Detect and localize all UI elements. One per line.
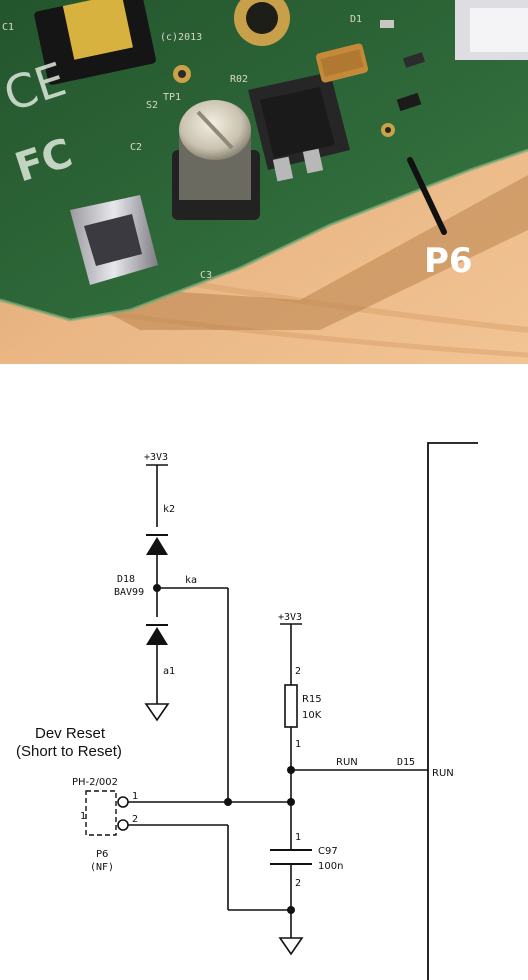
- silk-c3: C3: [200, 270, 212, 281]
- voltage-regulator: [248, 72, 350, 182]
- connector-p6: [85, 790, 129, 836]
- cap-pin-bottom: 2: [295, 878, 301, 889]
- diode-lower: [146, 624, 168, 645]
- p6-callout-label: P6: [424, 241, 473, 281]
- silk-tp1: TP1: [163, 92, 181, 103]
- power-label-mid: +3V3: [278, 612, 302, 623]
- connector-pin1: 1: [132, 791, 138, 802]
- silk-c1: C1: [2, 22, 14, 33]
- connector-pin2: 2: [132, 814, 138, 825]
- resistor-pin-bottom: 1: [295, 739, 301, 750]
- junction-dot: [153, 584, 161, 592]
- diode-ref: D18: [117, 574, 135, 585]
- connector-part: PH-2/002: [72, 777, 118, 788]
- resistor-r15: [284, 684, 298, 728]
- schematic: +3V3 k2 D18 BAV99 ka a1 +3V3 2 R15 10K 1…: [16, 442, 478, 980]
- junction-dot: [287, 798, 295, 806]
- ground-symbol-cap: [278, 937, 304, 956]
- silk-d1: D1: [350, 14, 362, 25]
- diode-pin-ka: ka: [185, 575, 197, 586]
- micro-usb-connector: [70, 195, 158, 285]
- cap-pin-top: 1: [295, 832, 301, 843]
- diode-value: BAV99: [114, 587, 144, 598]
- dev-reset-title: Dev Reset: [35, 725, 106, 742]
- silk-c2: C2: [130, 142, 142, 153]
- resistor-pin-top: 2: [295, 666, 301, 677]
- connector-side-label: 1: [80, 811, 86, 822]
- dev-reset-subtitle: (Short to Reset): [16, 743, 122, 760]
- diode-upper: [146, 534, 168, 555]
- silk-s2: S2: [146, 100, 158, 111]
- diode-pin-k2: k2: [163, 504, 175, 515]
- connector-ref: P6: [96, 849, 108, 860]
- wires: [128, 464, 428, 938]
- resistor-value: 10K: [302, 710, 322, 721]
- ic-pin-number: D15: [397, 757, 415, 768]
- p6-callout-line: [407, 157, 447, 235]
- cap-value: 100n: [318, 861, 343, 872]
- connector-note: (NF): [90, 862, 114, 873]
- power-label-top: +3V3: [144, 452, 168, 463]
- net-run-label: RUN: [336, 757, 358, 768]
- ic-pin-label: RUN: [432, 768, 454, 779]
- silk-r02: R02: [230, 74, 248, 85]
- cap-ref: C97: [318, 846, 338, 857]
- ic-body: [427, 442, 478, 980]
- pcb-photo: CE FC: [0, 0, 528, 364]
- junction-dot: [224, 798, 232, 806]
- diode-pin-a1: a1: [163, 666, 175, 677]
- capacitor-c97: [270, 849, 312, 865]
- junction-dot: [287, 906, 295, 914]
- silk-board-code: (c)2013: [160, 32, 202, 43]
- electrolytic-capacitor: [172, 100, 260, 220]
- junction-dot: [287, 766, 295, 774]
- resistor-ref: R15: [302, 694, 322, 705]
- ground-symbol-diode: [144, 703, 170, 722]
